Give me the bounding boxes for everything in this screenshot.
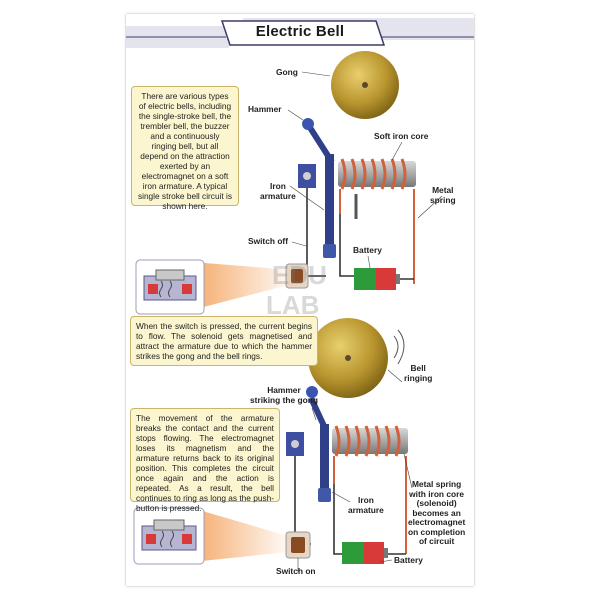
battery-bottom — [342, 542, 388, 564]
label-battery-top: Battery — [353, 245, 382, 255]
page-title: Electric Bell — [255, 23, 345, 40]
label-gong: Gong — [276, 67, 298, 77]
label-iron-armature-top: Iron armature — [260, 181, 296, 201]
electromagnet-top — [338, 158, 416, 284]
label-bell-ringing: Bell ringing — [404, 363, 433, 383]
label-switch-on: Switch on — [276, 566, 316, 576]
label-hammer: Hammer — [248, 104, 282, 114]
armature-bottom — [318, 424, 331, 502]
leader-lines — [287, 71, 443, 572]
electromagnet-bottom — [332, 425, 408, 554]
label-iron-armature-bottom: Iron armature — [348, 495, 384, 515]
switch-detail-top — [135, 259, 205, 315]
title-banner — [126, 18, 474, 48]
gong-bottom — [308, 318, 405, 398]
switch-detail-bottom — [133, 507, 205, 565]
intro-description: There are various types of electric bell… — [131, 86, 239, 211]
battery-top — [354, 268, 400, 290]
label-switch-off: Switch off — [248, 236, 289, 246]
switch-press-description: When the switch is pressed, the current … — [130, 316, 318, 366]
electric-bell-chart: Electric Bell — [126, 14, 474, 586]
zoom-beam-bottom — [192, 508, 288, 562]
switch-bottom — [285, 531, 311, 559]
hammer-bottom — [306, 386, 327, 428]
contact-block-bottom — [286, 432, 304, 456]
ring-cycle-description: The movement of the armature breaks the … — [130, 408, 280, 513]
watermark-line2: LAB — [266, 290, 320, 320]
watermark-line1: EDU — [272, 260, 327, 290]
zoom-beam-top — [192, 262, 292, 310]
label-battery-bottom: Battery — [394, 555, 423, 565]
gong-top — [331, 51, 399, 119]
contact-block-top — [298, 164, 316, 188]
armature-top — [323, 154, 336, 258]
label-metal-spring-core: Metal spring with iron core (solenoid) b… — [408, 479, 466, 546]
label-soft-iron-core: Soft iron core — [374, 131, 429, 141]
label-hammer-striking: Hammer striking the gong — [250, 385, 318, 405]
bell-diagrams — [133, 51, 443, 572]
label-metal-spring: Metal spring — [430, 185, 456, 205]
